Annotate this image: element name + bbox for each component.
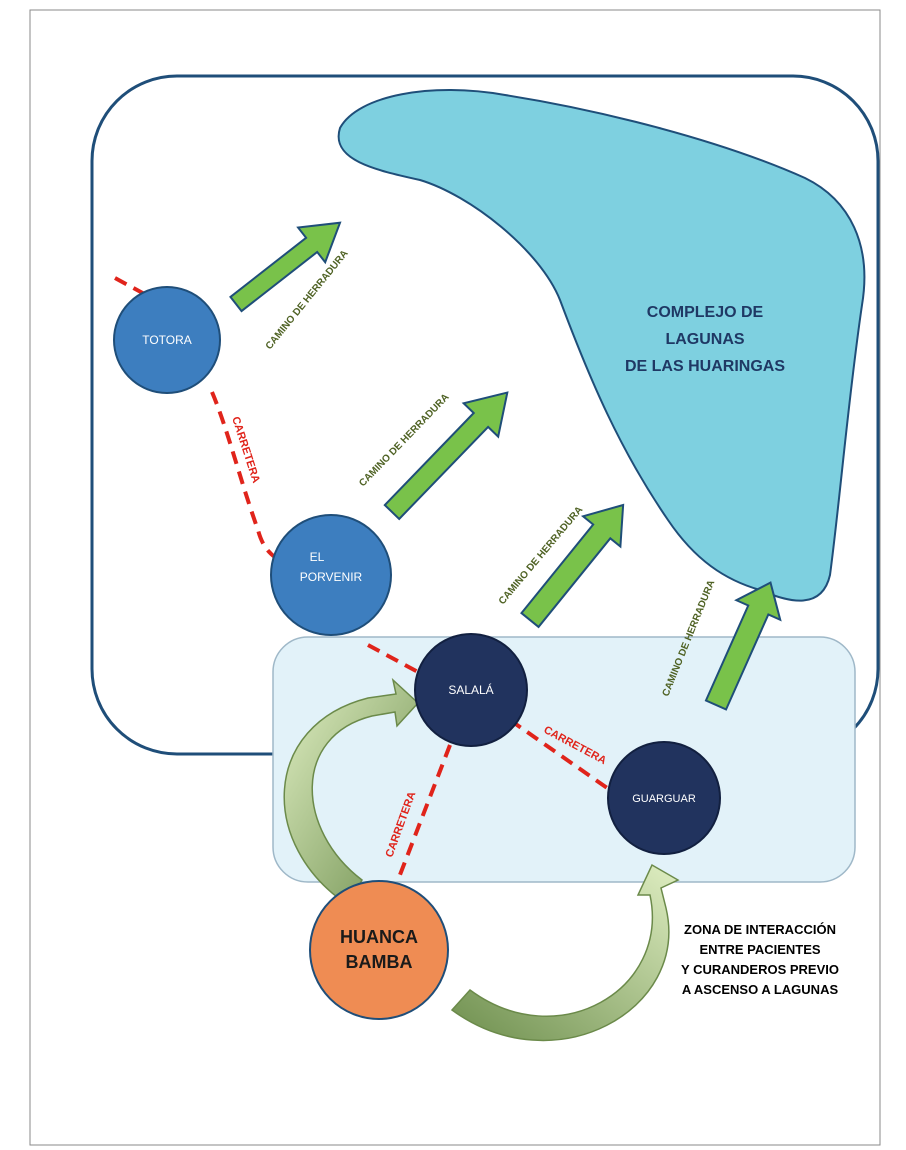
node-huancabamba [309,880,449,1020]
zone-caption-line-2: ENTRE PACIENTES [699,942,820,957]
zone-caption-line-1: ZONA DE INTERACCIÓN [684,922,836,937]
flow-arrow-huancabamba-to-guarguar-icon [450,863,680,1042]
road-salala-huancabamba [396,744,452,881]
road-porvenir-salala [367,643,419,674]
lake-label-line-2: LAGUNAS [665,331,744,348]
node-el-porvenir-label-1: EL [310,550,325,564]
flow-arrow-huancabamba-to-salala-icon [283,677,420,907]
node-totora-label: TOTORA [142,333,192,347]
arrow-totora-icon [229,221,342,313]
node-el-porvenir [270,514,392,636]
arrow-guarguar-icon [704,581,782,711]
node-totora [113,286,221,394]
arrow-salala-icon [520,503,625,629]
node-el-porvenir-label-2: PORVENIR [300,570,363,584]
node-salala [414,633,528,747]
lake-label-line-3: DE LAS HUARINGAS [625,358,785,375]
lake-shape [337,89,866,602]
arrow-porvenir-icon [383,391,509,521]
road-totora-porvenir [210,391,278,560]
node-huancabamba-label-1: HUANCA [340,927,418,947]
zone-caption-line-4: A ASCENSO A LAGUNAS [682,982,839,997]
trail-arrows [229,221,782,711]
node-salala-label: SALALÁ [448,682,493,697]
page-border [29,9,881,1146]
zone-caption-line-3: Y CURANDEROS PREVIO [681,962,839,977]
lake-label-line-1: COMPLEJO DE [647,304,764,321]
node-guarguar [607,741,721,855]
node-guarguar-label: GUARGUAR [632,793,696,805]
node-huancabamba-label-2: BAMBA [346,952,413,972]
